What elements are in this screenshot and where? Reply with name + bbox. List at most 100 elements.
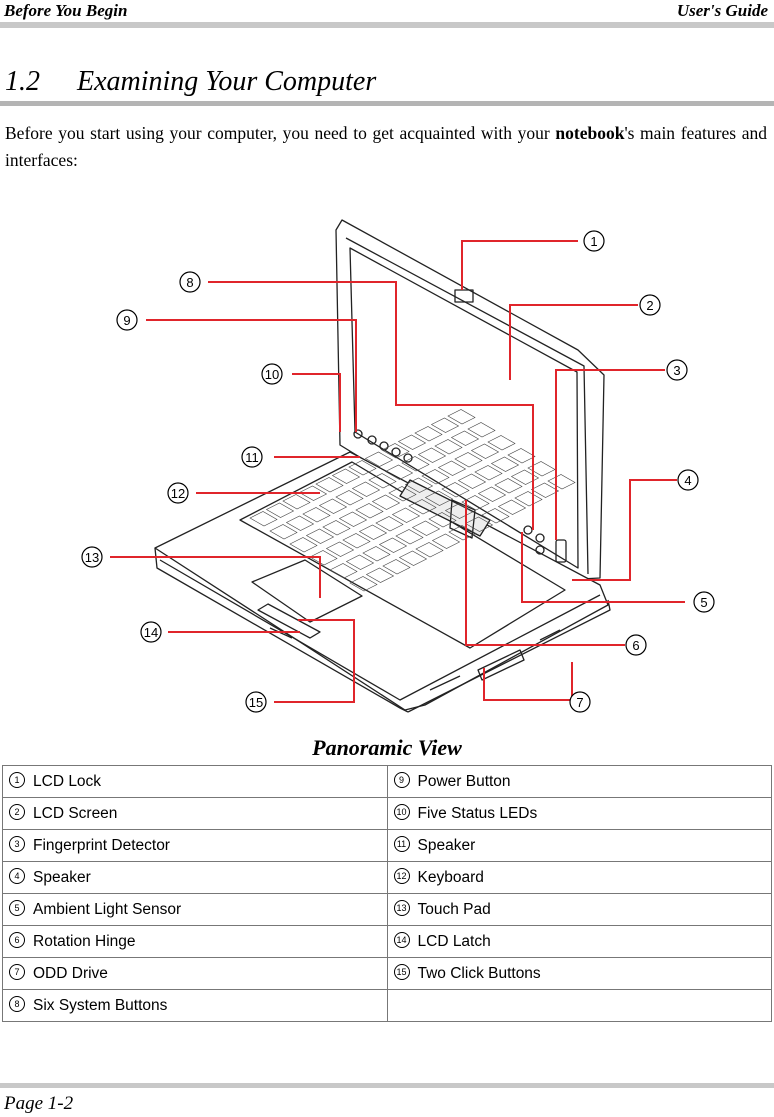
svg-text:9: 9 [123,313,130,328]
part-label: LCD Screen [33,804,118,822]
part-cell: 12 Keyboard [386,861,772,894]
svg-text:13: 13 [85,550,99,565]
section-title: Examining Your Computer [77,66,377,97]
part-label: ODD Drive [33,964,108,982]
part-cell: 3 Fingerprint Detector [2,829,388,862]
part-number-marker: 5 [9,900,25,917]
svg-text:2: 2 [646,298,653,313]
part-cell: 8 Six System Buttons [2,989,388,1022]
svg-text:10: 10 [265,367,279,382]
figure-caption: Panoramic View [312,735,462,760]
callout-1: 1 [583,230,605,252]
part-cell: 13 Touch Pad [386,893,772,926]
svg-text:15: 15 [249,695,263,710]
leader-lines [110,240,685,703]
callout-15: 15 [245,691,267,713]
part-label: Rotation Hinge [33,932,136,950]
keyboard-keys [249,409,576,592]
part-number-marker: 4 [9,868,25,885]
svg-text:5: 5 [700,595,707,610]
header-guide-title: User's Guide [676,1,768,20]
svg-text:8: 8 [186,275,193,290]
part-number-marker: 13 [393,900,410,917]
svg-text:6: 6 [632,638,639,653]
part-label: Touch Pad [417,900,491,918]
header-chapter: Before You Begin [4,1,128,20]
part-cell: 6 Rotation Hinge [2,925,388,958]
table-row: 1 LCD Lock 9 Power Button [2,765,772,798]
table-row: 8 Six System Buttons [2,989,772,1022]
part-cell: 7 ODD Drive [2,957,388,990]
part-number-marker: 9 [393,772,410,789]
table-row: 5 Ambient Light Sensor 13 Touch Pad [2,893,772,926]
page-header: Before You Begin User's Guide [0,0,774,22]
intro-bold-word: notebook [555,123,625,143]
callout-11: 11 [241,446,263,468]
part-number-marker: 15 [393,964,410,981]
part-number-marker: 7 [9,964,25,981]
part-label: Two Click Buttons [417,964,541,982]
page-number: Page 1-2 [4,1093,74,1114]
part-label: Keyboard [417,868,484,886]
part-cell: 11 Speaker [386,829,772,862]
part-number-marker: 8 [9,996,25,1013]
part-label: LCD Lock [33,772,102,790]
svg-text:7: 7 [576,695,583,710]
part-cell: 10 Five Status LEDs [386,797,772,830]
table-row: 6 Rotation Hinge 14 LCD Latch [2,925,772,958]
notebook-drawing [154,219,611,713]
callout-7: 7 [569,691,591,713]
part-number-marker: 12 [393,868,410,885]
callout-10: 10 [261,363,283,385]
callout-14: 14 [140,621,162,643]
section-heading: 1.2 Examining Your Computer [5,66,376,98]
svg-text:3: 3 [673,363,680,378]
part-cell: 15 Two Click Buttons [386,957,772,990]
callout-8: 8 [179,271,201,293]
header-rule [0,22,774,28]
part-number-marker: 6 [9,932,25,949]
svg-text:14: 14 [144,625,158,640]
svg-text:4: 4 [684,473,691,488]
part-number-marker: 11 [393,836,410,853]
section-number: 1.2 [5,66,40,97]
intro-paragraph: Before you start using your computer, yo… [5,123,767,170]
table-row: 7 ODD Drive 15 Two Click Buttons [2,957,772,990]
footer-rule [0,1083,774,1088]
table-row: 3 Fingerprint Detector 11 Speaker [2,829,772,862]
svg-text:1: 1 [590,234,597,249]
part-number-marker: 14 [393,932,410,949]
callout-2: 2 [639,294,661,316]
part-number-marker: 3 [9,836,25,853]
part-cell: 2 LCD Screen [2,797,388,830]
part-number-marker: 10 [393,804,410,821]
part-label: Five Status LEDs [417,804,538,822]
part-cell: 14 LCD Latch [386,925,772,958]
part-label: Speaker [417,836,476,854]
part-cell [386,989,772,1022]
callout-3: 3 [666,359,688,381]
callout-5: 5 [693,591,715,613]
part-label: LCD Latch [417,932,491,950]
part-label: Power Button [417,772,511,790]
part-cell: 9 Power Button [386,765,772,798]
svg-text:11: 11 [245,450,259,465]
part-cell: 1 LCD Lock [2,765,388,798]
svg-text:12: 12 [171,486,185,501]
part-number-marker: 2 [9,804,25,821]
table-row: 4 Speaker 12 Keyboard [2,861,772,894]
section-rule [0,101,774,106]
part-label: Six System Buttons [33,996,168,1014]
table-row: 2 LCD Screen 10 Five Status LEDs [2,797,772,830]
part-label: Fingerprint Detector [33,836,170,854]
part-label: Ambient Light Sensor [33,900,182,918]
part-label: Speaker [33,868,91,886]
part-cell: 4 Speaker [2,861,388,894]
parts-table: 1 LCD Lock 9 Power Button 2 LCD Screen 10 Five … [2,765,772,1022]
callout-13: 13 [81,546,103,568]
callout-12: 12 [167,482,189,504]
callout-6: 6 [625,634,647,656]
part-number-marker: 1 [9,772,25,789]
